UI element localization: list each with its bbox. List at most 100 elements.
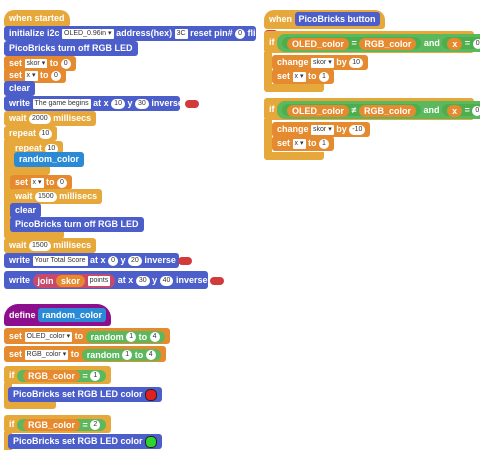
- rgb-color-reporter[interactable]: RGB_color: [23, 419, 81, 432]
- set-x-block[interactable]: set x ▾ to 0: [4, 68, 66, 83]
- and-operator[interactable]: OLED_color = RGB_color and x = 0: [277, 33, 480, 52]
- address-input[interactable]: 3C: [174, 28, 188, 39]
- skor-value-input[interactable]: 0: [60, 58, 71, 69]
- clear-block-2[interactable]: clear: [10, 203, 42, 218]
- define-name-block[interactable]: random_color: [38, 308, 107, 322]
- x-dropdown[interactable]: x ▾: [30, 177, 44, 188]
- led-color-swatch-green[interactable]: [145, 435, 158, 448]
- if-block-a[interactable]: if OLED_color = RGB_color and x = 0: [264, 31, 480, 53]
- write-block-1[interactable]: write The game begins at x 10 y 30 inver…: [4, 96, 200, 111]
- x-reporter[interactable]: x: [447, 37, 463, 50]
- if-block-1[interactable]: if RGB_color = 1: [4, 366, 112, 384]
- rgb-color-reporter[interactable]: RGB_color: [23, 370, 81, 383]
- change-by-input[interactable]: -10: [349, 124, 366, 135]
- rgb-off-block-1[interactable]: PicoBricks turn off RGB LED: [4, 41, 138, 56]
- rgb-color-reporter[interactable]: RGB_color: [359, 104, 417, 117]
- random-reporter[interactable]: random 1 to 4: [85, 330, 165, 343]
- write-text-input[interactable]: Your Total Score: [32, 255, 88, 266]
- write-y-input[interactable]: 20: [128, 255, 142, 266]
- define-hat[interactable]: define random_color: [4, 304, 112, 326]
- change-by-input[interactable]: 10: [349, 57, 364, 68]
- if-block-b[interactable]: if OLED_color ≠ RGB_color and x = 0: [264, 98, 480, 120]
- inverse-toggle[interactable]: [210, 276, 225, 285]
- random-to-input[interactable]: 4: [149, 332, 160, 343]
- compare-value-input[interactable]: 1: [90, 371, 101, 382]
- wait-block-3[interactable]: wait 1500 millisecs: [4, 238, 97, 253]
- repeat-count-input[interactable]: 10: [44, 143, 59, 154]
- write-block-2[interactable]: write Your Total Score at x 0 y 20 inver…: [4, 253, 193, 268]
- oled-dropdown[interactable]: OLED_0.96in ▾: [62, 28, 114, 39]
- rgb-color-dropdown[interactable]: RGB_color ▾: [24, 349, 69, 360]
- x-value-input[interactable]: 0: [57, 177, 67, 188]
- set-led-color-label: PicoBricks set RGB LED color: [13, 436, 143, 446]
- when-started-hat[interactable]: when started: [4, 10, 70, 27]
- not-equals-operator[interactable]: OLED_color ≠ RGB_color: [282, 104, 422, 117]
- rgb-off-block-2[interactable]: PicoBricks turn off RGB LED: [10, 217, 144, 232]
- set-oled-color-block[interactable]: set OLED_color ▾ to random 1 to 4: [4, 328, 170, 344]
- change-skor-block-2[interactable]: change skor ▾ by -10: [272, 122, 371, 137]
- oled-color-reporter[interactable]: OLED_color: [287, 104, 350, 117]
- x-dropdown[interactable]: x ▾: [292, 138, 306, 149]
- button-sensor-block[interactable]: PicoBricks button: [294, 12, 380, 26]
- equals-operator[interactable]: RGB_color = 2: [17, 418, 107, 432]
- reset-input[interactable]: 0: [235, 28, 246, 39]
- set-rgb-color-block[interactable]: set RGB_color ▾ to random 1 to 4: [4, 346, 166, 362]
- change-skor-block-1[interactable]: change skor ▾ by 10: [272, 55, 369, 70]
- random-from-input[interactable]: 1: [122, 350, 133, 361]
- set-led-color-block-1[interactable]: PicoBricks set RGB LED color: [8, 387, 163, 402]
- wait-input[interactable]: 1500: [29, 240, 51, 251]
- set-x-block-right-1[interactable]: set x ▾ to 1: [272, 69, 334, 84]
- wait-input[interactable]: 1500: [35, 191, 57, 202]
- repeat-block-outer[interactable]: repeat 10: [4, 126, 58, 141]
- init-i2c-block[interactable]: initialize i2c OLED_0.96in ▾ address(hex…: [4, 26, 278, 41]
- inverse-toggle[interactable]: [178, 256, 193, 265]
- join-reporter[interactable]: join skor points: [32, 273, 116, 288]
- random-to-input[interactable]: 4: [145, 350, 156, 361]
- compare-value-input[interactable]: 2: [90, 420, 101, 431]
- x-value-input[interactable]: 1: [319, 138, 329, 149]
- when-button-hat[interactable]: when PicoBricks button: [264, 10, 385, 29]
- wait-block-1[interactable]: wait 2000 millisecs: [4, 111, 97, 126]
- write-x-input[interactable]: 10: [111, 98, 125, 109]
- x-dropdown[interactable]: x ▾: [292, 71, 306, 82]
- write-x-input[interactable]: 30: [135, 275, 150, 286]
- random-from-input[interactable]: 1: [126, 332, 137, 343]
- equals-operator-x[interactable]: x = 0: [442, 37, 480, 50]
- skor-dropdown[interactable]: skor ▾: [311, 124, 334, 135]
- x-value-input[interactable]: 1: [319, 71, 329, 82]
- repeat-count-input[interactable]: 10: [38, 128, 53, 139]
- points-input[interactable]: points: [87, 276, 111, 287]
- and-operator[interactable]: OLED_color ≠ RGB_color and x = 0: [277, 100, 480, 119]
- equals-operator[interactable]: RGB_color = 1: [17, 369, 107, 383]
- random-color-call-block[interactable]: random_color: [14, 152, 85, 167]
- write-y-input[interactable]: 30: [135, 98, 149, 109]
- inner-set-x-block[interactable]: set x ▾ to 0: [10, 175, 72, 190]
- x-dropdown[interactable]: x ▾: [24, 70, 38, 81]
- compare-zero-input[interactable]: 0: [472, 105, 480, 116]
- write-x-input[interactable]: 0: [108, 255, 118, 266]
- write-y-input[interactable]: 40: [159, 275, 174, 286]
- write-text-input[interactable]: The game begins: [32, 98, 91, 109]
- oled-color-reporter[interactable]: OLED_color: [287, 37, 350, 50]
- set-led-color-block-2[interactable]: PicoBricks set RGB LED color: [8, 434, 163, 449]
- clear-block-1[interactable]: clear: [4, 81, 36, 96]
- wait-block-2[interactable]: wait 1500 millisecs: [10, 189, 103, 204]
- x-reporter[interactable]: x: [447, 104, 463, 117]
- skor-dropdown[interactable]: skor ▾: [24, 58, 48, 69]
- rgb-color-reporter[interactable]: RGB_color: [359, 37, 417, 50]
- write-block-3[interactable]: write join skor points at x 30 y 40 inve…: [4, 271, 225, 289]
- if-block-2[interactable]: if RGB_color = 2: [4, 415, 112, 433]
- equals-operator-x[interactable]: x = 0: [442, 104, 480, 117]
- inverse-toggle[interactable]: [185, 99, 200, 108]
- equals-operator[interactable]: OLED_color = RGB_color: [282, 37, 422, 50]
- led-color-swatch-red[interactable]: [145, 388, 158, 401]
- x-value-input[interactable]: 0: [51, 70, 61, 81]
- skor-reporter[interactable]: skor: [56, 275, 86, 288]
- random-reporter[interactable]: random 1 to 4: [81, 348, 161, 361]
- compare-zero-input[interactable]: 0: [472, 38, 480, 49]
- set-x-block-right-2[interactable]: set x ▾ to 1: [272, 136, 334, 151]
- oled-color-dropdown[interactable]: OLED_color ▾: [24, 331, 73, 342]
- wait-input[interactable]: 2000: [29, 113, 51, 124]
- skor-dropdown[interactable]: skor ▾: [311, 57, 334, 68]
- set-skor-block[interactable]: set skor ▾ to 0: [4, 56, 76, 71]
